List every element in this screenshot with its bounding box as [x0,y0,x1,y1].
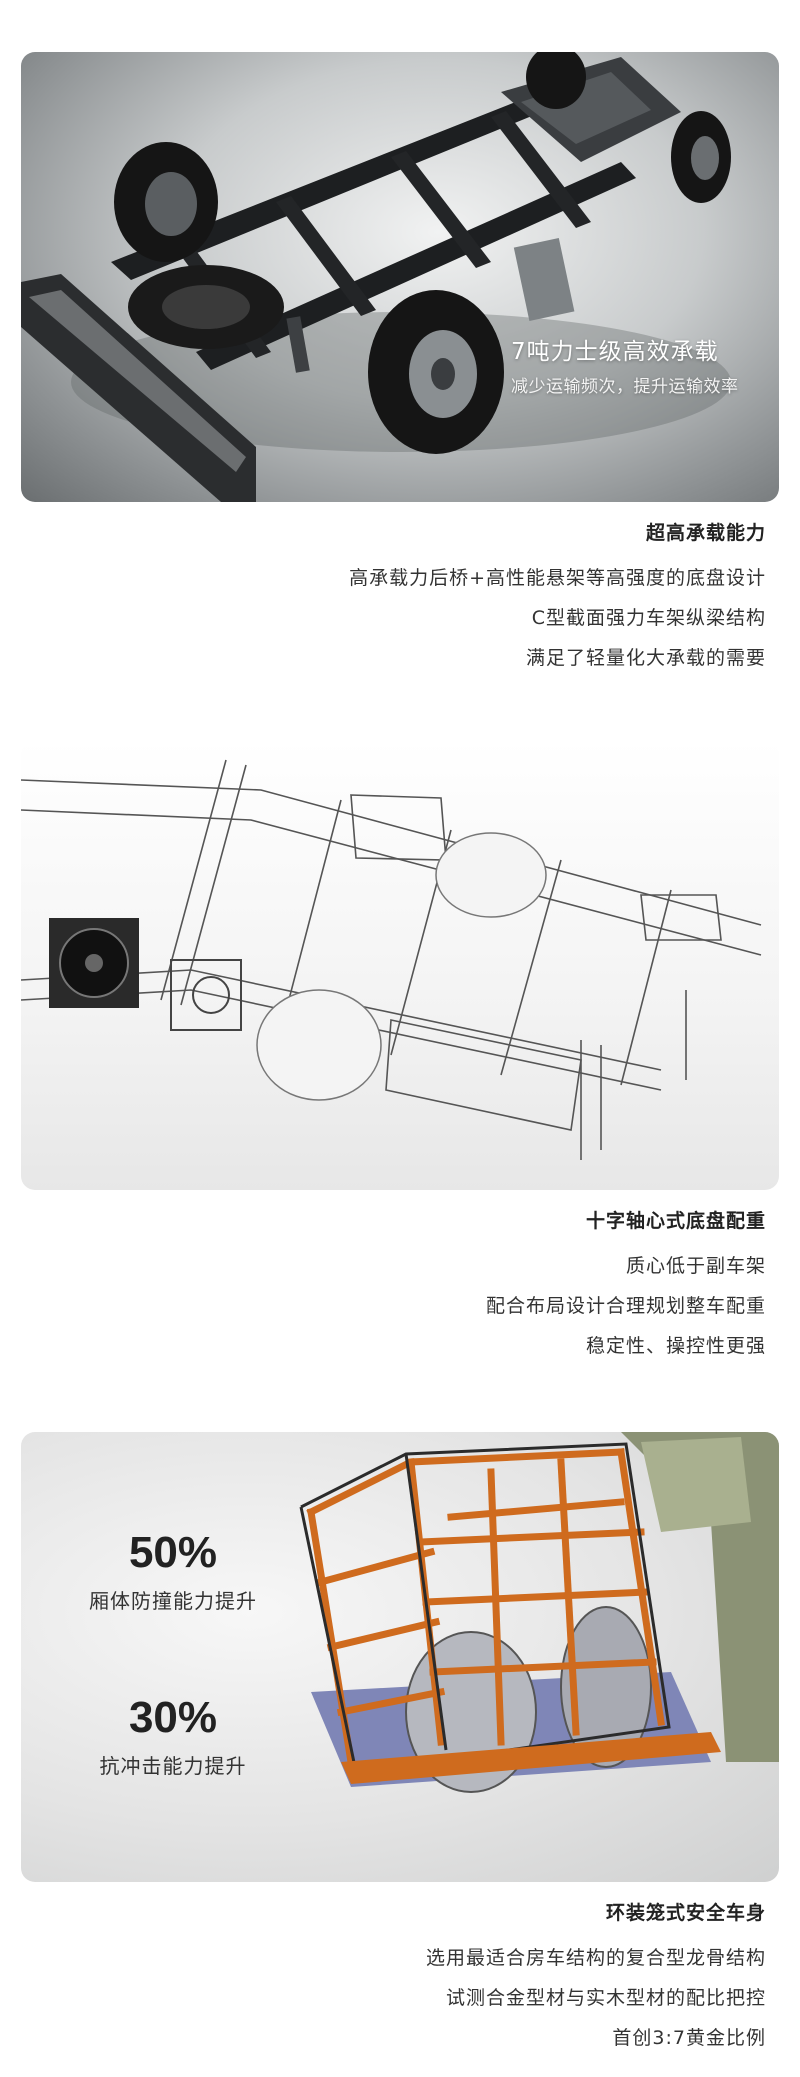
section-line: 高承载力后桥+高性能悬架等高强度的底盘设计 [349,567,766,589]
section-line: 配合布局设计合理规划整车配重 [485,1295,766,1317]
stat-value: 50% [128,1528,218,1577]
section-line: 试测合金型材与实木型材的配比把控 [445,1987,766,2009]
section-line: 首创3:7黄金比例 [612,2027,766,2049]
chassis-illustration [21,52,731,502]
wireframe-chassis-card [21,740,779,1190]
cage-frame-illustration [299,1432,779,1793]
section-line: C型截面强力车架纵梁结构 [531,607,766,629]
stat-label: 厢体防撞能力提升 [89,1589,257,1613]
load-capacity-section: 超高承载能力 高承载力后桥+高性能悬架等高强度的底盘设计 C型截面强力车架纵梁结… [166,518,766,678]
section-heading: 环装笼式安全车身 [605,1902,766,1924]
section-line: 满足了轻量化大承载的需要 [525,647,766,669]
section-heading: 十字轴心式底盘配重 [585,1210,766,1232]
section-line: 选用最适合房车结构的复合型龙骨结构 [425,1947,766,1969]
counterweight-section: 十字轴心式底盘配重 质心低于副车架 配合布局设计合理规划整车配重 稳定性、操控性… [166,1206,766,1366]
stat-value: 30% [128,1693,218,1742]
cage-body-card: 50% 厢体防撞能力提升 30% 抗冲击能力提升 [21,1432,779,1882]
capacity-headline: 7吨力士级高效承载 [511,339,719,365]
chassis-photo-card: 7吨力士级高效承载 减少运输频次，提升运输效率 [21,52,779,502]
section-line: 质心低于副车架 [625,1255,766,1277]
section-line: 稳定性、操控性更强 [585,1335,766,1357]
stat-impact: 30% 抗冲击能力提升 [33,1692,313,1782]
capacity-subtitle: 减少运输频次，提升运输效率 [511,377,739,397]
stat-collision: 50% 厢体防撞能力提升 [33,1527,313,1617]
wireframe-illustration [21,759,762,1160]
cage-body-section: 环装笼式安全车身 选用最适合房车结构的复合型龙骨结构 试测合金型材与实木型材的配… [166,1898,766,2058]
stat-label: 抗冲击能力提升 [99,1754,247,1778]
section-heading: 超高承载能力 [645,522,766,544]
